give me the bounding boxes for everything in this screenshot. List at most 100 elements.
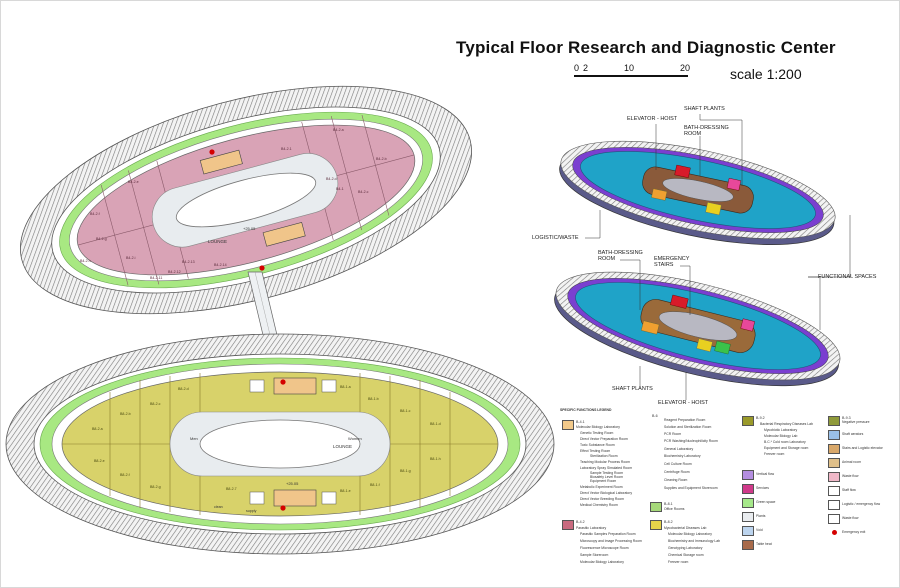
clean-room-label: clean xyxy=(214,505,223,509)
axo-lower-yellow-stair xyxy=(696,338,713,352)
legend-item: Biochemistry and Immunology Lab xyxy=(668,539,721,543)
legend-item: Reagent Preparation Room xyxy=(664,418,706,422)
axo-lower-pink-shaft xyxy=(740,318,755,332)
legend-key-label: Waste flow xyxy=(842,474,859,478)
legend-swatch-table-heat xyxy=(742,540,754,550)
legend-item: Teaching Modular Process Room xyxy=(580,460,630,464)
legend-key-label: Emergency exit xyxy=(842,530,866,534)
room-tag: B4-2.c xyxy=(358,190,369,194)
legend-key-label: Plants xyxy=(756,514,766,518)
callout-bath-dressing-top: BATH-DRESSING ROOM xyxy=(684,125,729,137)
room-tag: B4-2.i xyxy=(126,256,136,260)
legend-swatch-logistic-emergency xyxy=(828,500,840,510)
legend-item: Freezer room xyxy=(764,452,785,456)
room-tag: B8-1.b xyxy=(368,397,379,401)
room-tag: B4-2.e xyxy=(128,180,139,184)
legend-item: Supplies and Equipment Storeroom xyxy=(664,486,718,490)
legend-item: Centrifuge Room xyxy=(664,470,690,474)
axo-lower-orange-block xyxy=(641,320,660,335)
legend-item: B.C.* Cold room Laboratory xyxy=(764,440,806,444)
legend-swatch-b92 xyxy=(742,416,754,426)
room-tag: B8-2.g xyxy=(150,485,161,489)
legend-item: Negative pressure xyxy=(842,420,870,424)
legend-item: Freezer room xyxy=(668,560,689,564)
legend-item: General Laboratory xyxy=(664,447,694,451)
room-tag: B8-1.f xyxy=(370,483,380,487)
legend-swatch-void xyxy=(742,526,754,536)
callout-shaft-plants-top: SHAFT PLANTS xyxy=(684,106,725,112)
axonometric-upper-slab xyxy=(559,140,836,245)
legend-item: Equipment and Storage room xyxy=(764,446,809,450)
legend-item: Molecular Biology Lab xyxy=(764,434,798,438)
legend-swatch-staff-flow xyxy=(828,486,840,496)
graphic-scale-bar: 0 2 10 20 xyxy=(574,63,694,81)
legend-item: Biosafety Level Room xyxy=(590,475,623,479)
legend-key-label: Logistic / emergency flow xyxy=(842,502,881,506)
upper-emergency-exit-marker xyxy=(209,149,215,155)
legend-item: Medical Chemistry Room xyxy=(580,503,618,507)
room-tag: B4-2.a xyxy=(333,128,344,132)
axo-upper-orange-block xyxy=(651,188,668,201)
lower-emergency-exit-marker xyxy=(280,379,286,385)
room-tag: B4-2.12 xyxy=(168,270,181,274)
axo-lower-lounge xyxy=(658,311,738,341)
legend-item: Genotyping Laboratory xyxy=(668,546,703,550)
supply-room-label: supply xyxy=(246,509,257,513)
axo-lower-green-stair xyxy=(714,340,731,355)
room-tag: B4-2.g xyxy=(96,237,107,241)
legend-code-b92: B-9.2 xyxy=(756,416,765,420)
axonometric-lower-slab xyxy=(554,271,841,387)
scale-tick-20: 20 xyxy=(680,63,691,73)
legend-swatch-waste-flow xyxy=(828,472,840,482)
legend-item: Parasitic Samples Preparation Room xyxy=(580,532,636,536)
lower-south-stair-core xyxy=(273,489,317,507)
axo-lower-red-service xyxy=(670,294,689,309)
callout-elevator-hoist-top: ELEVATOR - HOIST xyxy=(627,116,678,122)
lower-floor-plan xyxy=(5,333,555,555)
callout-logistic-waste: LOGISTIC/WASTE xyxy=(532,235,579,241)
legend-swatch-green-space xyxy=(742,498,754,508)
legend-item: Chemical Storage room xyxy=(668,553,704,557)
room-tag: B8-1.g xyxy=(400,469,411,473)
room-tag: B4-2.1 xyxy=(281,147,292,151)
room-tag: B8-2.b xyxy=(120,412,131,416)
room-tag: B8-2.e xyxy=(94,459,105,463)
legend-item: Molecular Biology Laboratory xyxy=(576,425,620,429)
legend-swatch-b41 xyxy=(562,420,574,430)
legend-key-label: Vertical flow xyxy=(756,472,775,476)
room-tag: B4-2.11 xyxy=(150,276,162,280)
scale-tick-0: 0 xyxy=(574,63,580,73)
scale-bar-line xyxy=(574,75,688,77)
legend-key-label: Shaft aerators xyxy=(842,432,864,436)
legend-item: Microscopy and Image Processing Room xyxy=(580,539,642,543)
upper-level-mark: +25.05 xyxy=(243,226,256,231)
legend-code-b81: B-8.1 xyxy=(664,502,673,506)
upper-lounge-void xyxy=(175,172,317,228)
legend-item: Effect Testing Room xyxy=(580,449,611,453)
legend-swatch-b81 xyxy=(650,502,662,512)
legend-key-label: Green space xyxy=(756,500,776,504)
axo-upper-lounge xyxy=(662,178,734,202)
callout-elevator-hoist-bottom: ELEVATOR - HOIST xyxy=(658,400,709,406)
callout-shaft-plants-bottom: SHAFT PLANTS xyxy=(612,386,653,392)
lower-lounge-label: LOUNGE xyxy=(333,444,352,449)
legend-item: Office Rooms xyxy=(664,507,685,511)
room-tag: B8-2.d xyxy=(178,387,189,391)
room-tag: B4-2.d xyxy=(326,177,337,181)
lower-north-lift-west xyxy=(249,379,265,393)
lower-north-stair-core xyxy=(273,377,317,395)
upper-lounge-label: LOUNGE xyxy=(208,239,227,244)
legend-item: Genetic Testing Room xyxy=(580,431,614,435)
legend-item: Biochemistry Laboratory xyxy=(664,454,701,458)
scale-tick-2: 2 xyxy=(583,63,589,73)
legend-key-label: Waste flow xyxy=(842,516,859,520)
room-tag: B8-2.7 xyxy=(226,487,237,491)
legend-code-b42: B-4.2 xyxy=(576,520,585,524)
room-tag: B8-1.a xyxy=(340,385,351,389)
women-restroom-label: Women xyxy=(348,436,362,441)
page-title: Typical Floor Research and Diagnostic Ce… xyxy=(456,38,836,57)
legend-item: Cell Culture Room xyxy=(664,462,692,466)
legend-item: Sterilization Room xyxy=(590,454,618,458)
lower-emergency-exit-marker xyxy=(280,505,286,511)
